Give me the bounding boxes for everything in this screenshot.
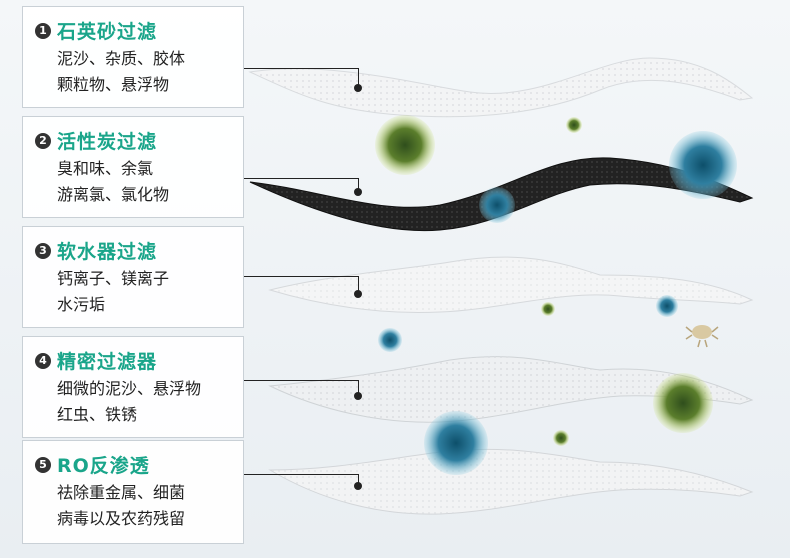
step-number-badge: 1 bbox=[35, 23, 51, 39]
step-description: 祛除重金属、细菌 病毒以及农药残留 bbox=[35, 480, 231, 532]
step-number-badge: 2 bbox=[35, 133, 51, 149]
step-card-4: 4 精密过滤器 细微的泥沙、悬浮物 红虫、铁锈 bbox=[22, 336, 244, 438]
step-description: 钙离子、镁离子 水污垢 bbox=[35, 266, 231, 318]
step-title: RO反渗透 bbox=[57, 451, 150, 478]
green-particle bbox=[375, 115, 435, 175]
green-particle bbox=[541, 302, 555, 316]
leader-line bbox=[244, 68, 358, 69]
step-description: 细微的泥沙、悬浮物 红虫、铁锈 bbox=[35, 376, 231, 428]
step-title: 石英砂过滤 bbox=[57, 17, 157, 44]
bug-icon bbox=[686, 325, 718, 347]
step-number-badge: 3 bbox=[35, 243, 51, 259]
blue-particle bbox=[424, 411, 488, 475]
leader-dot bbox=[354, 188, 362, 196]
step-card-2: 2 活性炭过滤 臭和味、余氯 游离氯、氯化物 bbox=[22, 116, 244, 218]
step-card-3: 3 软水器过滤 钙离子、镁离子 水污垢 bbox=[22, 226, 244, 328]
leader-dot bbox=[354, 290, 362, 298]
step-title: 活性炭过滤 bbox=[57, 127, 157, 154]
step-card-1: 1 石英砂过滤 泥沙、杂质、胶体 颗粒物、悬浮物 bbox=[22, 6, 244, 108]
step-title: 软水器过滤 bbox=[57, 237, 157, 264]
leader-line bbox=[244, 178, 358, 179]
green-particle bbox=[566, 117, 582, 133]
blue-particle bbox=[669, 131, 737, 199]
step-title: 精密过滤器 bbox=[57, 347, 157, 374]
step-description: 泥沙、杂质、胶体 颗粒物、悬浮物 bbox=[35, 46, 231, 98]
step-card-5: 5 RO反渗透 祛除重金属、细菌 病毒以及农药残留 bbox=[22, 440, 244, 544]
leader-line bbox=[244, 276, 358, 277]
blue-particle bbox=[378, 328, 402, 352]
leader-dot bbox=[354, 482, 362, 490]
green-particle bbox=[653, 373, 713, 433]
leader-line bbox=[244, 380, 358, 381]
leader-line bbox=[244, 474, 358, 475]
leader-dot bbox=[354, 392, 362, 400]
blue-particle bbox=[479, 187, 515, 223]
step-number-badge: 5 bbox=[35, 457, 51, 473]
step-number-badge: 4 bbox=[35, 353, 51, 369]
leader-dot bbox=[354, 84, 362, 92]
blue-particle bbox=[656, 295, 678, 317]
step-description: 臭和味、余氯 游离氯、氯化物 bbox=[35, 156, 231, 208]
green-particle bbox=[553, 430, 569, 446]
